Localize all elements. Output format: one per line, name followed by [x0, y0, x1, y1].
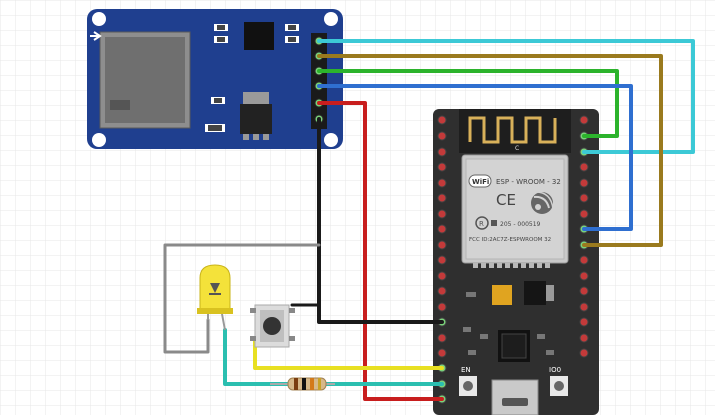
boot-button: IO0	[549, 366, 568, 396]
svg-text:C: C	[515, 145, 519, 152]
espressif-logo	[531, 191, 554, 214]
en-button: EN	[459, 366, 477, 396]
resistor	[270, 377, 335, 391]
svg-text:R: R	[479, 220, 484, 228]
svg-text:IO0: IO0	[549, 366, 561, 374]
push-button	[250, 304, 295, 348]
wire-brown	[317, 54, 663, 247]
led	[197, 264, 233, 331]
wire-teal	[223, 328, 444, 386]
esp32-devkit: C WiFi ESP - WROOM - 32 CE R 205 - 00051…	[433, 109, 599, 415]
fcc-id: FCC ID:2AC7Z-ESPWROOM 32	[469, 237, 551, 243]
wire-red	[317, 101, 444, 401]
esp32-right-pins	[579, 115, 589, 358]
svg-text:EN: EN	[461, 366, 471, 374]
wire-cyan	[317, 39, 695, 154]
ce-mark: CE	[496, 191, 516, 209]
svg-text:WiFi: WiFi	[472, 178, 489, 186]
esp32-left-pins	[437, 115, 447, 358]
wire-yellow	[253, 338, 444, 370]
voltage-regulator	[240, 104, 272, 134]
microsd-slot	[90, 31, 191, 129]
orange-capacitor	[492, 285, 512, 305]
wire-blue	[317, 84, 633, 231]
antenna-trace	[468, 116, 557, 144]
wire-gray	[163, 243, 321, 354]
module-name: ESP - WROOM - 32	[496, 178, 561, 186]
sd-card-module	[87, 9, 343, 149]
fcc-code: 205 - 000519	[500, 221, 541, 228]
wire-green	[317, 69, 619, 138]
wifi-logo: WiFi	[468, 174, 492, 188]
r-mark: R	[475, 216, 489, 230]
sd-ic-chip	[244, 22, 274, 50]
wire-black	[317, 117, 444, 324]
micro-usb-port	[491, 379, 539, 415]
wires	[163, 39, 695, 401]
